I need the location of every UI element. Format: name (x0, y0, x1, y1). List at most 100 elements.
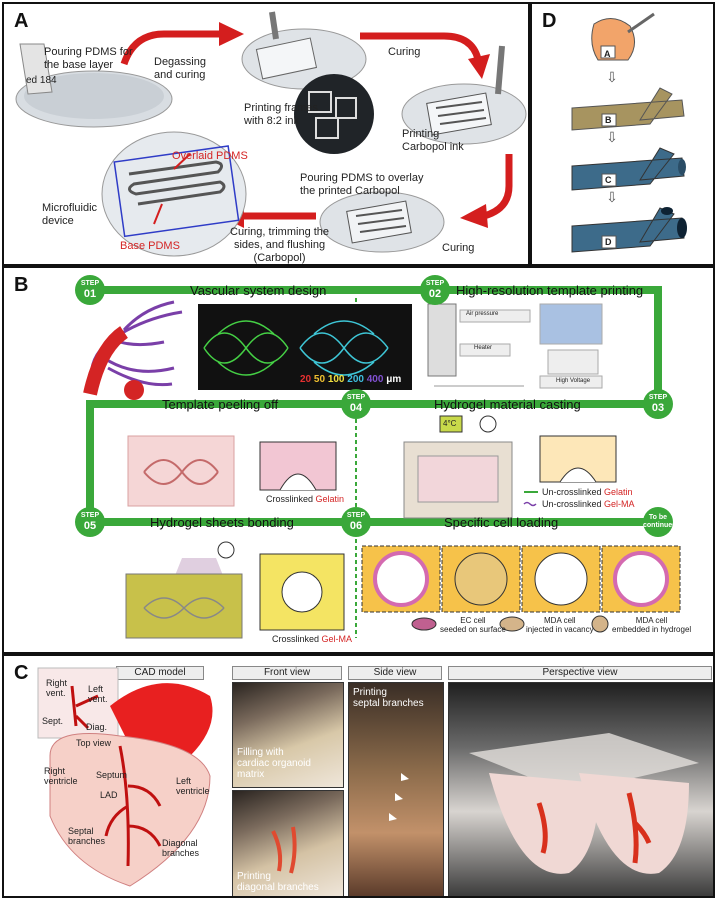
arrow-1 (120, 30, 219, 66)
title-casting: Hydrogel material casting (434, 397, 581, 412)
step-word: STEP (346, 512, 366, 519)
legend-text: Crosslinked (266, 494, 316, 504)
legend-crosslinked-gelma: Crosslinked Gel-MA (272, 634, 352, 644)
side-arrows (389, 773, 409, 821)
cad-diag: Diag. (86, 722, 108, 732)
cad-left-ventricle: Left ventricle (176, 776, 210, 796)
step-number: 03 (651, 402, 665, 414)
temp-box (439, 415, 463, 433)
printer-head (427, 303, 457, 377)
step-word: STEP (346, 394, 366, 401)
arrow-2 (360, 32, 482, 61)
scale-50: 50 (313, 374, 326, 385)
printing-sept-caption: Printing septal branches (353, 687, 424, 709)
header-perspective: Perspective view (448, 666, 712, 680)
overlaid-pdms-label: Overlaid PDMS (172, 150, 248, 162)
scale-unit: μm (386, 374, 402, 385)
title-step-02: High-resolution template printing (456, 283, 644, 298)
legend-uncross-gelma: Un-crosslinked Gel-MA (542, 499, 635, 509)
scale-20: 20 (300, 374, 312, 385)
title-step-04: Template peeling off (162, 397, 279, 412)
trim-text: Curing, trimming the sides, and flushing… (230, 226, 330, 264)
printer-label-heater: Heater (474, 345, 493, 351)
cell-desc: seeded on surface (440, 625, 506, 634)
bonding-press (174, 558, 224, 578)
green-track (86, 286, 662, 526)
title-step-06: Specific cell loading (444, 515, 559, 530)
legend-text: Un-crosslinked (542, 499, 605, 509)
step-word: STEP (648, 394, 668, 401)
degas-text: Degassing and curing (154, 56, 206, 81)
panel-d: D ⇩ ⇩ ⇩ A B C D (530, 2, 715, 266)
side-photo: Printing septal branches (348, 682, 444, 896)
cad-left-vent: Left vent. (88, 684, 108, 704)
arrow-3 (482, 154, 513, 220)
branch-tan (571, 87, 685, 131)
panel-a-illustration (15, 11, 527, 257)
filling-caption: Filling with cardiac organoid matrix (237, 747, 311, 780)
cad-right-ventricle: Right ventricle (44, 766, 78, 786)
base-pdms-label: Base PDMS (120, 240, 180, 252)
continued-badge: To be continued (643, 507, 676, 537)
d-step-c: C (605, 175, 612, 185)
legend-highlight: Gelatin (604, 487, 633, 497)
cad-sept: Sept. (42, 716, 64, 726)
legend-highlight: Gelatin (315, 494, 345, 504)
scale-200: 200 (347, 374, 364, 385)
legend-uncross-gelatin: Un-crosslinked Gelatin (542, 487, 633, 497)
panel-a: A (2, 2, 530, 266)
bonded-sheets (125, 573, 243, 639)
print-frames-text: Printing frames with 8:2 ink (244, 102, 318, 127)
d-step-d: D (605, 237, 612, 247)
step-number: 01 (83, 288, 97, 300)
color-scale: 20 50 100 200 400 μm (300, 374, 401, 385)
d-step-a: A (604, 49, 611, 59)
legend-text: Un-crosslinked (542, 487, 605, 497)
temp-label: 4°C (443, 419, 457, 428)
panel-c: C CAD model Right vent. Left vent. Sept.… (2, 654, 715, 898)
title-step-05: Hydrogel sheets bonding (150, 515, 294, 530)
pour-base-text: Pouring PDMS for the base layer (44, 46, 133, 71)
branch-blue-1 (571, 147, 685, 191)
front-photo-diagonal: Printing diagonal branches (232, 790, 344, 896)
step-number: 02 (428, 288, 442, 300)
printing-diag-caption: Printing diagonal branches (237, 871, 319, 893)
perspective-hearts (469, 733, 699, 874)
legend-highlight: Gel-MA (604, 499, 635, 509)
diagonal-branch-lines (271, 826, 297, 874)
pdms-bottle (19, 43, 53, 95)
scale-400: 400 (366, 374, 384, 385)
curing-right-text: Curing (442, 242, 475, 254)
perspective-photo (448, 682, 713, 896)
printer-label-air: Air pressure (466, 311, 499, 317)
legend-crosslinked-gelatin: Crosslinked Gelatin (266, 494, 344, 504)
step-word: STEP (80, 280, 100, 287)
panel-label-b: B (14, 274, 29, 296)
step-word: STEP (80, 512, 100, 519)
cad-septum: Septum (96, 770, 128, 780)
cell-name: MDA cell (544, 616, 576, 625)
cell-desc: injected in vacancy (526, 625, 594, 634)
scale-100: 100 (327, 374, 345, 385)
overlay-text: Pouring PDMS to overlay the printed Carb… (300, 172, 424, 197)
down-arrow-3: ⇩ (606, 189, 618, 205)
title-step-01: Vascular system design (190, 283, 327, 298)
front-photo-filling: Filling with cardiac organoid matrix (232, 682, 344, 788)
cad-right-vent: Right vent. (46, 678, 68, 698)
panel-b-flow (83, 286, 681, 639)
panel-label-a: A (14, 10, 29, 32)
down-arrow-2: ⇩ (606, 129, 618, 145)
frames-inset (294, 74, 374, 154)
d-step-b: B (605, 115, 612, 125)
panel-d-illustration: ⇩ ⇩ ⇩ (571, 12, 687, 253)
bottle-label: ed 184 (26, 75, 57, 86)
step-word: STEP (425, 280, 445, 287)
step-number: 04 (349, 402, 363, 414)
